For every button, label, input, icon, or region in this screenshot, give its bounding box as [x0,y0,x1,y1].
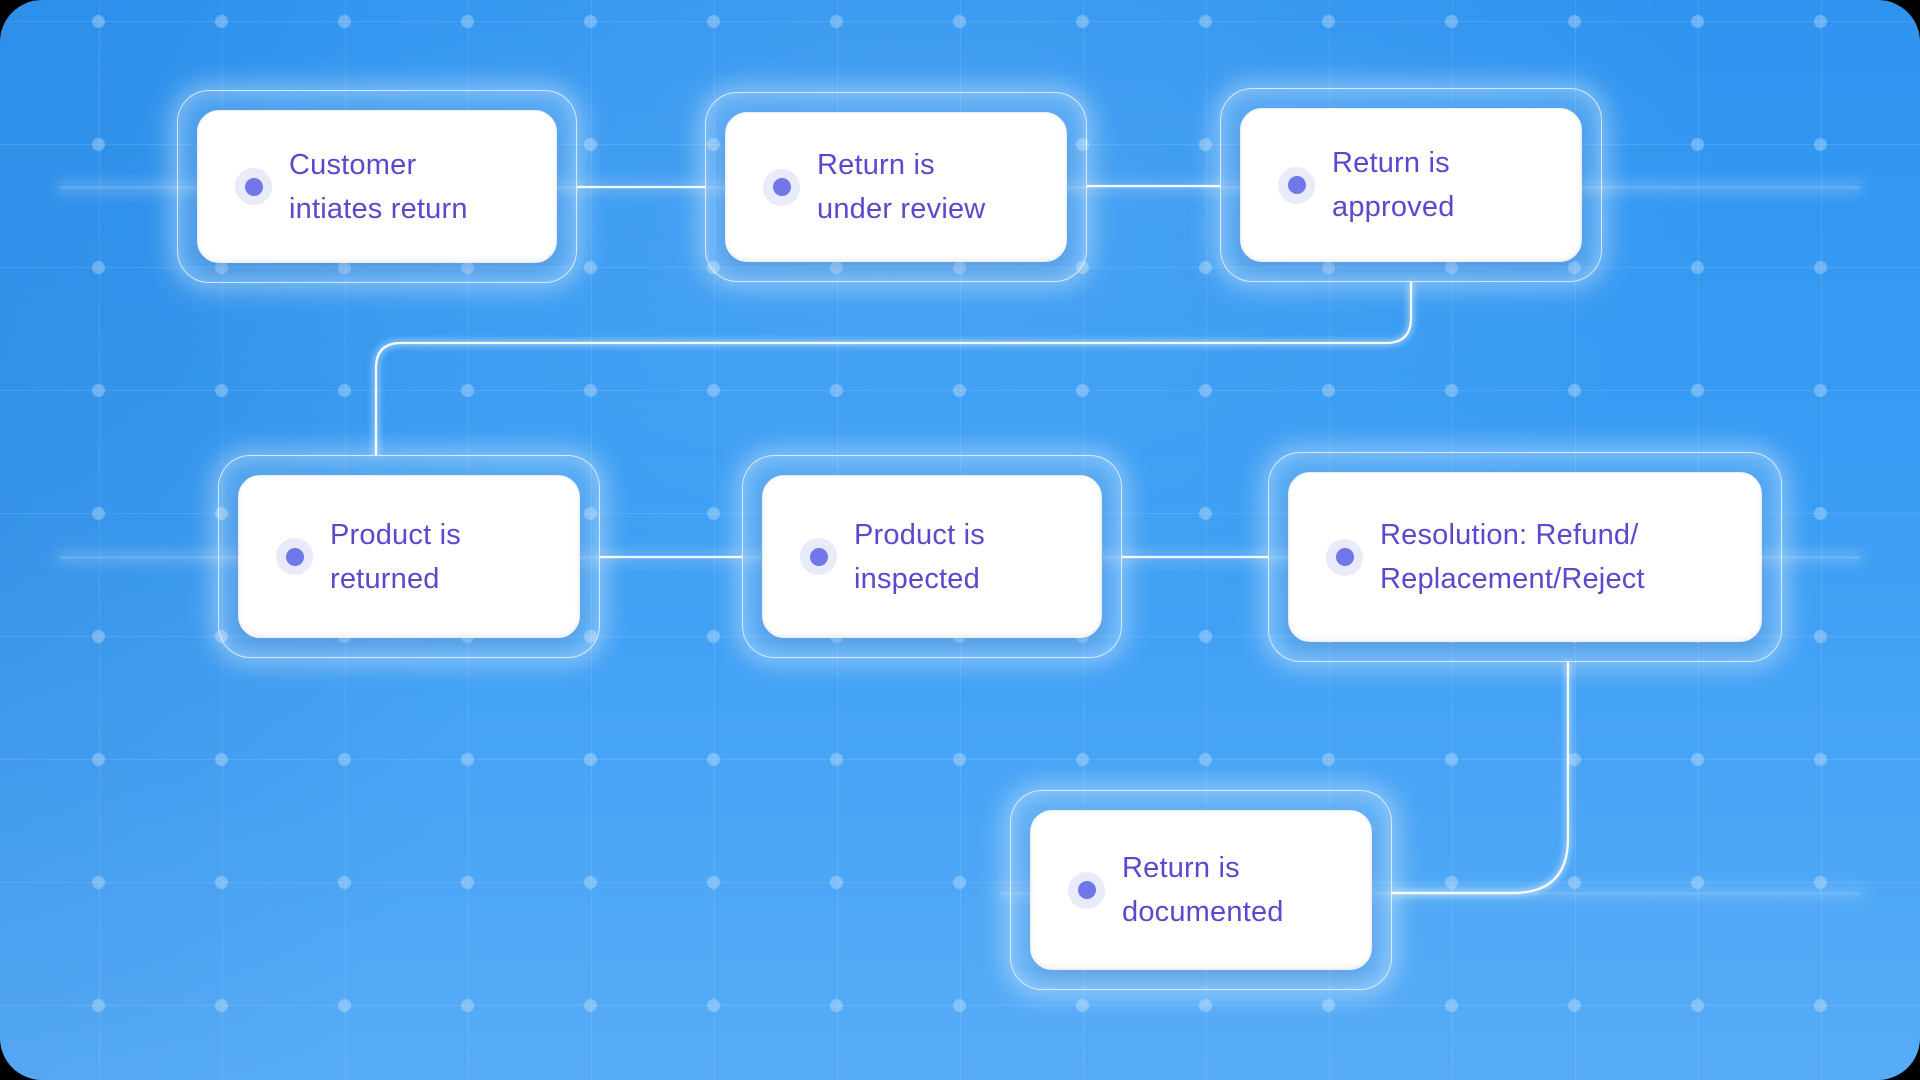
node-label-line1: Customer [289,148,417,181]
node-card: Resolution: Refund/ Replacement/Reject [1288,472,1762,642]
node-label-line2: returned [330,562,440,595]
connector-6-glow [1392,662,1571,896]
node-label: Product is returned [330,513,461,601]
node-label-line2: documented [1122,896,1284,928]
node-label-line2: inspected [854,562,980,595]
node-label-line1: Return is [1122,852,1240,884]
node-card: Return is approved [1240,108,1582,262]
node-card: Product is inspected [762,475,1102,638]
node-label: Return is approved [1332,141,1455,229]
bullet-dot-icon [244,177,263,196]
bullet-icon [235,168,272,205]
node-label-line2: under review [817,193,986,225]
bullet-icon [1326,538,1363,576]
bullet-dot-icon [1335,548,1354,566]
bullet-icon [800,538,837,575]
node-card: Return is under review [725,112,1067,262]
node-label: Return is documented [1122,846,1284,934]
node-label: Resolution: Refund/ Replacement/Reject [1380,513,1645,601]
bullet-icon [1068,871,1105,909]
bullet-dot-icon [1287,176,1306,194]
node-label-line1: Product is [330,518,461,551]
node-label: Return is under review [817,143,985,231]
connector-3-glow [373,282,1414,455]
bullet-dot-icon [285,547,304,566]
connector-approved-to-returned [374,282,1413,455]
node-product-returned: Product is returned [218,455,600,658]
bullet-icon [763,168,800,206]
node-label-line2: intiates return [289,192,468,225]
node-return-documented: Return is documented [1010,790,1392,990]
node-product-inspected: Product is inspected [742,455,1122,658]
connector-resolution-to-documented [1392,662,1570,895]
node-label: Customer intiates return [289,143,468,231]
node-label: Product is inspected [854,513,985,601]
node-label-line2: approved [1332,191,1455,223]
node-label-line2: Replacement/Reject [1380,563,1645,595]
bullet-icon [276,538,313,575]
node-label-line1: Return is [1332,147,1450,179]
node-label-line1: Return is [817,149,935,181]
node-card: Return is documented [1030,810,1372,970]
bullet-dot-icon [809,547,828,566]
node-return-approved: Return is approved [1220,88,1602,282]
node-customer-intiates-return: Customer intiates return [177,90,577,283]
node-card: Product is returned [238,475,580,638]
node-return-under-review: Return is under review [705,92,1087,282]
node-label-line1: Product is [854,518,985,551]
node-label-line1: Resolution: Refund/ [1380,519,1639,551]
node-card: Customer intiates return [197,110,557,263]
bullet-icon [1278,166,1315,204]
bullet-dot-icon [1077,881,1096,899]
bullet-dot-icon [772,178,791,196]
node-resolution: Resolution: Refund/ Replacement/Reject [1268,452,1782,662]
